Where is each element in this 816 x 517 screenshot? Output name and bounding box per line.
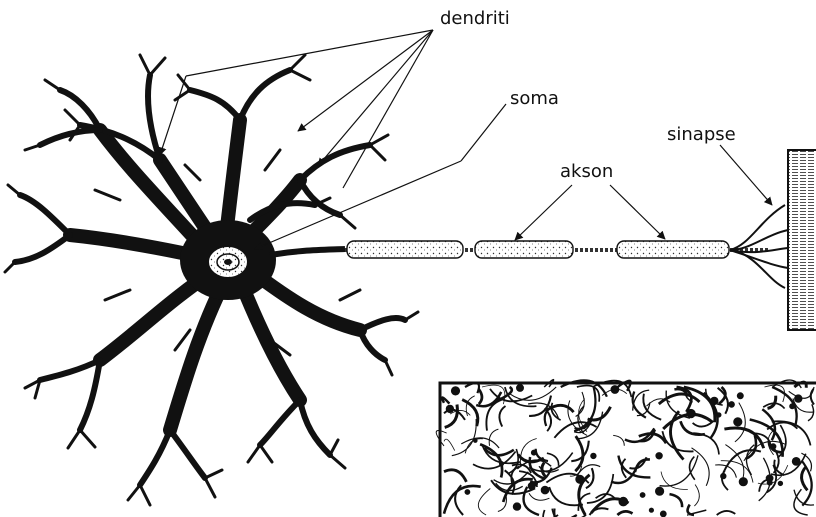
soma-body (180, 220, 276, 300)
tissue-cell (729, 402, 734, 407)
tissue-cell (721, 474, 726, 479)
tissue-cell (465, 490, 469, 494)
tissue-cell (656, 453, 662, 459)
tissue-cell (500, 462, 504, 466)
tissue-cell (771, 444, 776, 449)
tissue-cell (790, 404, 794, 408)
tissue-cell (529, 483, 535, 489)
label-synapse: sinapse (667, 126, 736, 144)
tissue-cell (447, 406, 454, 413)
tissue-cell (740, 478, 748, 486)
tissue-cell (687, 410, 695, 418)
tissue-cell (734, 418, 742, 426)
tissue-cell (650, 508, 654, 512)
tissue-inset (436, 380, 816, 517)
tissue-cell (611, 386, 618, 393)
tissue-cell (793, 458, 800, 465)
tissue-cell (779, 482, 783, 486)
tissue-cell (517, 385, 523, 391)
label-soma: soma (510, 90, 559, 108)
tissue-cell (532, 450, 536, 454)
tissue-cell (576, 476, 584, 484)
tissue-cell (474, 439, 477, 442)
label-dendrites: dendriti (440, 10, 510, 28)
tissue-cell (738, 393, 743, 398)
axon-fiber (270, 205, 788, 288)
tissue-cell (452, 387, 460, 395)
tissue-cell (795, 395, 802, 402)
target-fiber (788, 150, 816, 330)
tissue-cell (661, 511, 666, 516)
tissue-cell (619, 498, 627, 506)
tissue-cell (711, 398, 718, 405)
tissue-cell (514, 503, 521, 510)
tissue-cell (542, 487, 549, 494)
tissue-cell (656, 487, 664, 495)
tissue-cell (767, 475, 773, 481)
tissue-cell (717, 413, 721, 417)
tissue-cell (641, 493, 645, 497)
tissue-cell (591, 454, 596, 459)
label-axon: akson (560, 163, 613, 181)
